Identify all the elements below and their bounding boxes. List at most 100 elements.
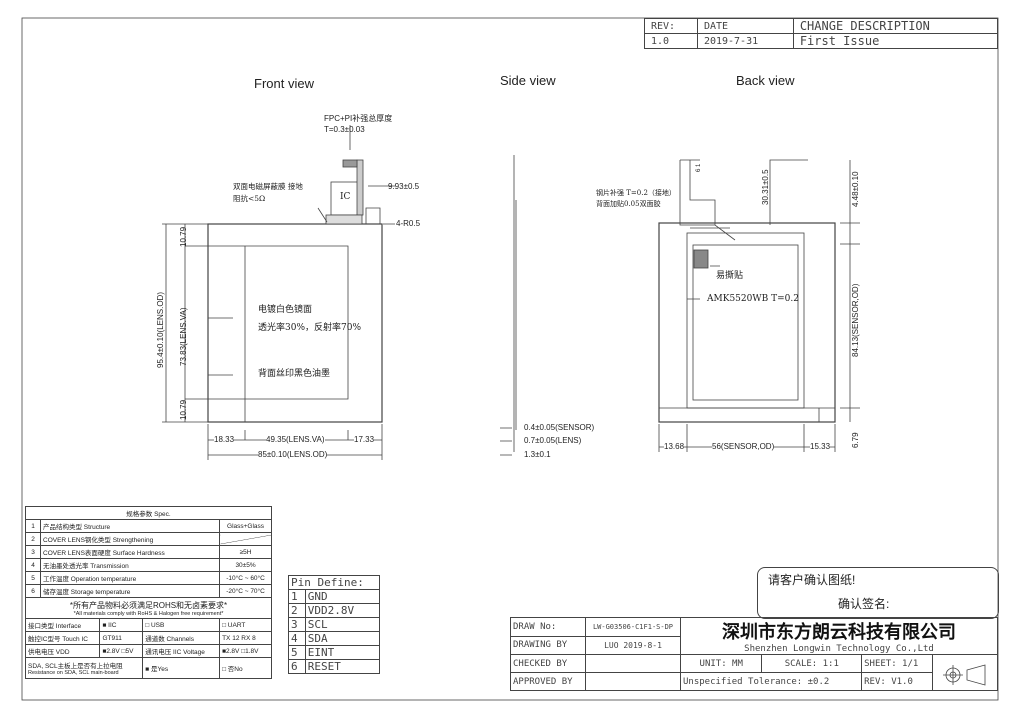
company-name-cn: 深圳市东方朗云科技有限公司: [722, 622, 956, 643]
spec-label: 储存温度 Storage temperature: [39, 584, 221, 598]
interface-uart: □ UART: [219, 618, 272, 632]
pin-number: 2: [288, 603, 306, 618]
drawing-by-label: DRAWING BY: [510, 635, 586, 655]
touch-ic-value: GT911: [99, 631, 144, 645]
pullup-label-en: Resistance on SDA, SCL main-board: [28, 670, 119, 676]
spec-label: COVER LENS钢化类型 Strengthening: [39, 532, 221, 546]
dim-width-od: 85±0.10(LENS.OD): [258, 450, 328, 459]
date-header: DATE: [696, 18, 794, 34]
spec-label: 产品结构类型 Structure: [39, 519, 221, 533]
iic-voltage-label: 通讯电压 IIC Voltage: [142, 644, 221, 658]
draw-no-label: DRAW No:: [510, 617, 586, 637]
fpc-thickness: T=0.3±0.03: [324, 125, 365, 134]
sheet-border: [21, 17, 999, 701]
interface-usb: □ USB: [142, 618, 221, 632]
rohs-en: *All materials comply with RoHS & Haloge…: [73, 610, 224, 617]
pullup-no: □ 否No: [219, 657, 272, 679]
vdd-label: 供电电压 VDD: [24, 644, 101, 658]
confirm-signature: 确认签名:: [838, 597, 890, 611]
pullup-label-cn: SDA, SCL主板上是否有上拉电阻: [28, 663, 123, 670]
spec-num: 5: [25, 571, 41, 585]
dim-height-od: 95.4±0.10(LENS.OD): [156, 292, 165, 368]
rev-value: 1.0: [644, 33, 698, 49]
tear-label: 易撕贴: [716, 271, 744, 281]
tx-label: TX: [222, 634, 231, 642]
spec-value: 30±5%: [219, 558, 272, 572]
iic-voltage-value: ■2.8V □1.8V: [219, 644, 272, 658]
tx-value: 12: [232, 634, 240, 642]
dim-height-va: 73.83(LENS.VA): [179, 307, 188, 366]
company-name-en: Shenzhen Longwin Technology Co.,Ltd: [744, 644, 934, 654]
scale: SCALE: 1:1: [761, 654, 863, 673]
ic-label: IC: [340, 192, 351, 202]
back-view-drawing: [658, 159, 860, 452]
unit: UNIT: MM: [679, 654, 763, 673]
touch-ic-label: 触控IC型号 Touch IC: [24, 631, 101, 645]
pin-number: 6: [288, 659, 306, 674]
drawing-by: LUO 2019-8-1: [585, 635, 681, 655]
pin-name: SDA: [304, 631, 381, 646]
tolerance: Unspecified Tolerance: ±0.2: [679, 672, 863, 691]
spec-num: 2: [25, 532, 41, 546]
interface-iic: ■ IIC: [99, 618, 144, 632]
checked-by-label: CHECKED BY: [510, 654, 586, 673]
steel-note: 钢片补强 T=0.2（接地）: [596, 189, 676, 197]
pin-name: VDD2.8V: [304, 603, 381, 618]
back-outline: [658, 222, 836, 423]
pin-name: GND: [304, 589, 381, 604]
back-view-title: Back view: [736, 73, 795, 88]
change-value: First Issue: [792, 33, 999, 49]
pin-name: SCL: [304, 617, 381, 632]
dim-fpc: 9.93±0.5: [388, 182, 420, 191]
lens-outline: [207, 223, 383, 423]
change-header: CHANGE DESCRIPTION: [792, 18, 999, 34]
dim-va-width: 49.35(LENS.VA): [266, 435, 325, 444]
spec-label: COVER LENS表面硬度 Surface Hardness: [39, 545, 221, 559]
sheet: SHEET: 1/1: [861, 654, 933, 673]
approved-by-label: APPROVED BY: [510, 672, 586, 691]
front-view-title: Front view: [254, 76, 314, 91]
ink-note: 背面丝印黑色油墨: [258, 369, 331, 379]
spec-num: 6: [25, 584, 41, 598]
spec-num: 3: [25, 545, 41, 559]
approved-by: [585, 672, 681, 691]
pin-name: EINT: [304, 645, 381, 660]
dim-left: 18.33: [214, 435, 235, 444]
fpc-note: FPC+PI补强总厚度: [324, 114, 393, 123]
dim-lens-thickness: 0.7±0.05(LENS): [524, 436, 582, 445]
dim-top: 10.79: [179, 226, 188, 247]
mirror-note: 电镀白色镜面: [258, 305, 313, 315]
pin-number: 5: [288, 645, 306, 660]
spec-label: 工作温度 Operation temperature: [39, 571, 221, 585]
vdd-value: ■2.8V □5V: [99, 644, 144, 658]
front-view-drawing: [162, 125, 395, 460]
rx-label: RX: [241, 634, 251, 642]
customer-confirm-box: 请客户确认图纸! 确认签名:: [757, 567, 999, 619]
rx-value: 8: [252, 634, 256, 642]
side-view-title: Side view: [500, 73, 556, 88]
pin-define-title: Pin Define:: [288, 575, 380, 590]
spec-num: 1: [25, 519, 41, 533]
rohs-cn: *所有产品物料必须满足ROHS和无卤素要求*: [69, 600, 228, 610]
dim-bottom: 10.79: [179, 399, 188, 420]
dim-sensor-width: 56(SENSOR,OD): [712, 442, 775, 451]
confirm-request: 请客户确认图纸!: [768, 573, 856, 587]
pin-number: 3: [288, 617, 306, 632]
transmission-note: 透光率30%，反射率70%: [258, 323, 362, 333]
adhesive-note: 背面加贴0.05双面胶: [596, 200, 661, 208]
dim-back-right: 15.33: [810, 442, 831, 451]
dim-back-left: 13.68: [664, 442, 685, 451]
channels-label: 通道数 Channels: [142, 631, 221, 645]
rev-header: REV:: [644, 18, 698, 34]
spec-num: 4: [25, 558, 41, 572]
